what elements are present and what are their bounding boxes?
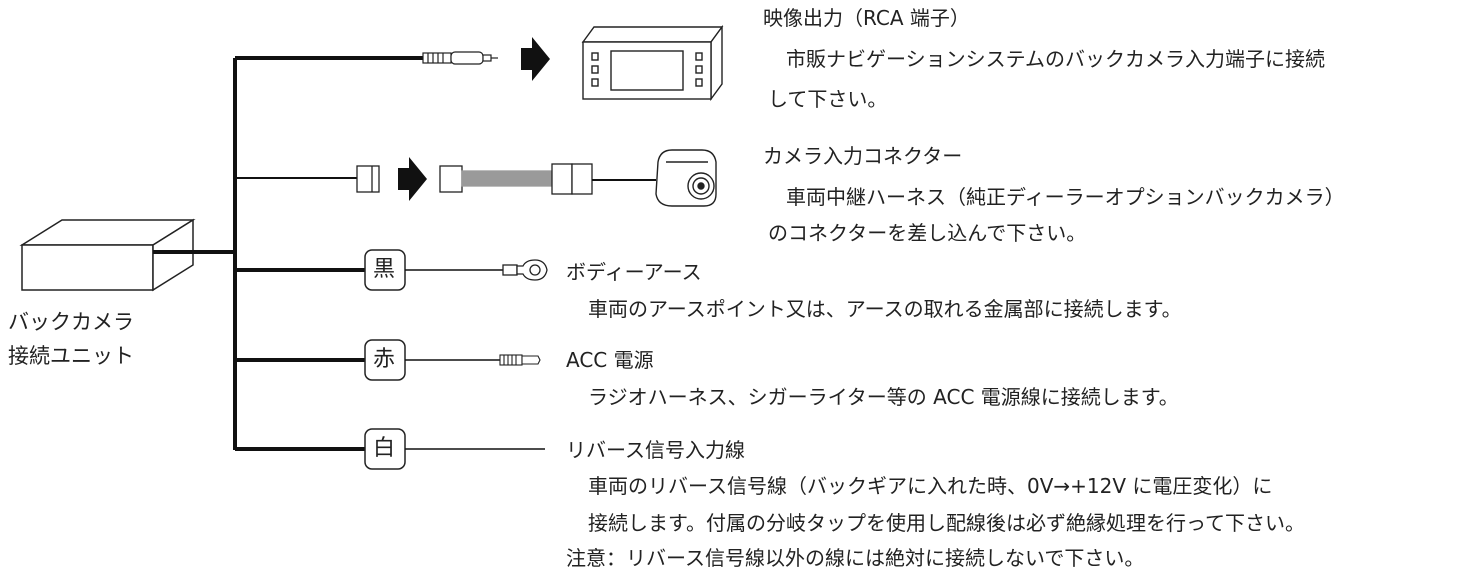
reverse-signal-desc-line1: 車両のリバース信号線（バックギアに入れた時、0V→+12V に電圧変化）に (588, 474, 1273, 498)
camera-unit-box (19, 218, 196, 292)
reverse-branch (235, 428, 545, 470)
unit-label-line2: 接続ユニット (8, 344, 134, 368)
reverse-signal-desc-line2: 接続します。付属の分岐タップを使用し配線後は必ず絶縁処理を行って下さい。 (588, 511, 1305, 535)
video-out-desc-line2: して下さい。 (768, 87, 888, 111)
caution-note: 注意：リバース信号線以外の線には絶対に接続しないで下さい。 (566, 546, 1145, 570)
wire-color-label-black: 黒 (373, 257, 396, 282)
acc-branch (235, 339, 541, 381)
unit-label-line1: バックカメラ (8, 310, 134, 334)
video-out-title: 映像出力（RCA 端子） (763, 6, 970, 30)
arrow-right-icon (398, 157, 427, 201)
body-ground-title: ボディーアース (566, 260, 702, 284)
acc-power-desc: ラジオハーネス、シガーライター等の ACC 電源線に接続します。 (588, 385, 1179, 409)
main-bus (153, 58, 237, 450)
camera-branch (235, 149, 717, 207)
splice-terminal-icon (499, 354, 541, 366)
navigation-unit-icon (581, 24, 724, 102)
ground-branch (235, 249, 548, 291)
video-out-desc-line1: 市販ナビゲーションシステムのバックカメラ入力端子に接続 (786, 47, 1325, 71)
body-ground-desc: 車両のアースポイント又は、アースの取れる金属部に接続します。 (588, 297, 1182, 321)
camera-in-desc-line2: のコネクターを差し込んで下さい。 (768, 221, 1087, 245)
camera-in-title: カメラ入力コネクター (763, 144, 963, 168)
rca-plug-icon (422, 51, 498, 65)
relay-harness-icon (439, 163, 593, 195)
rca-branch (235, 24, 724, 102)
wire-color-label-red: 赤 (373, 347, 396, 372)
reverse-signal-title: リバース信号入力線 (566, 438, 745, 462)
camera-in-desc-line1: 車両中継ハーネス（純正ディーラーオプションバックカメラ） (786, 185, 1345, 209)
acc-power-title: ACC 電源 (566, 348, 654, 372)
wire-color-label-white: 白 (373, 436, 396, 461)
back-camera-icon (655, 149, 717, 207)
ring-terminal-icon (502, 259, 548, 281)
arrow-right-icon (521, 37, 550, 81)
connector-plug-icon (356, 165, 380, 193)
